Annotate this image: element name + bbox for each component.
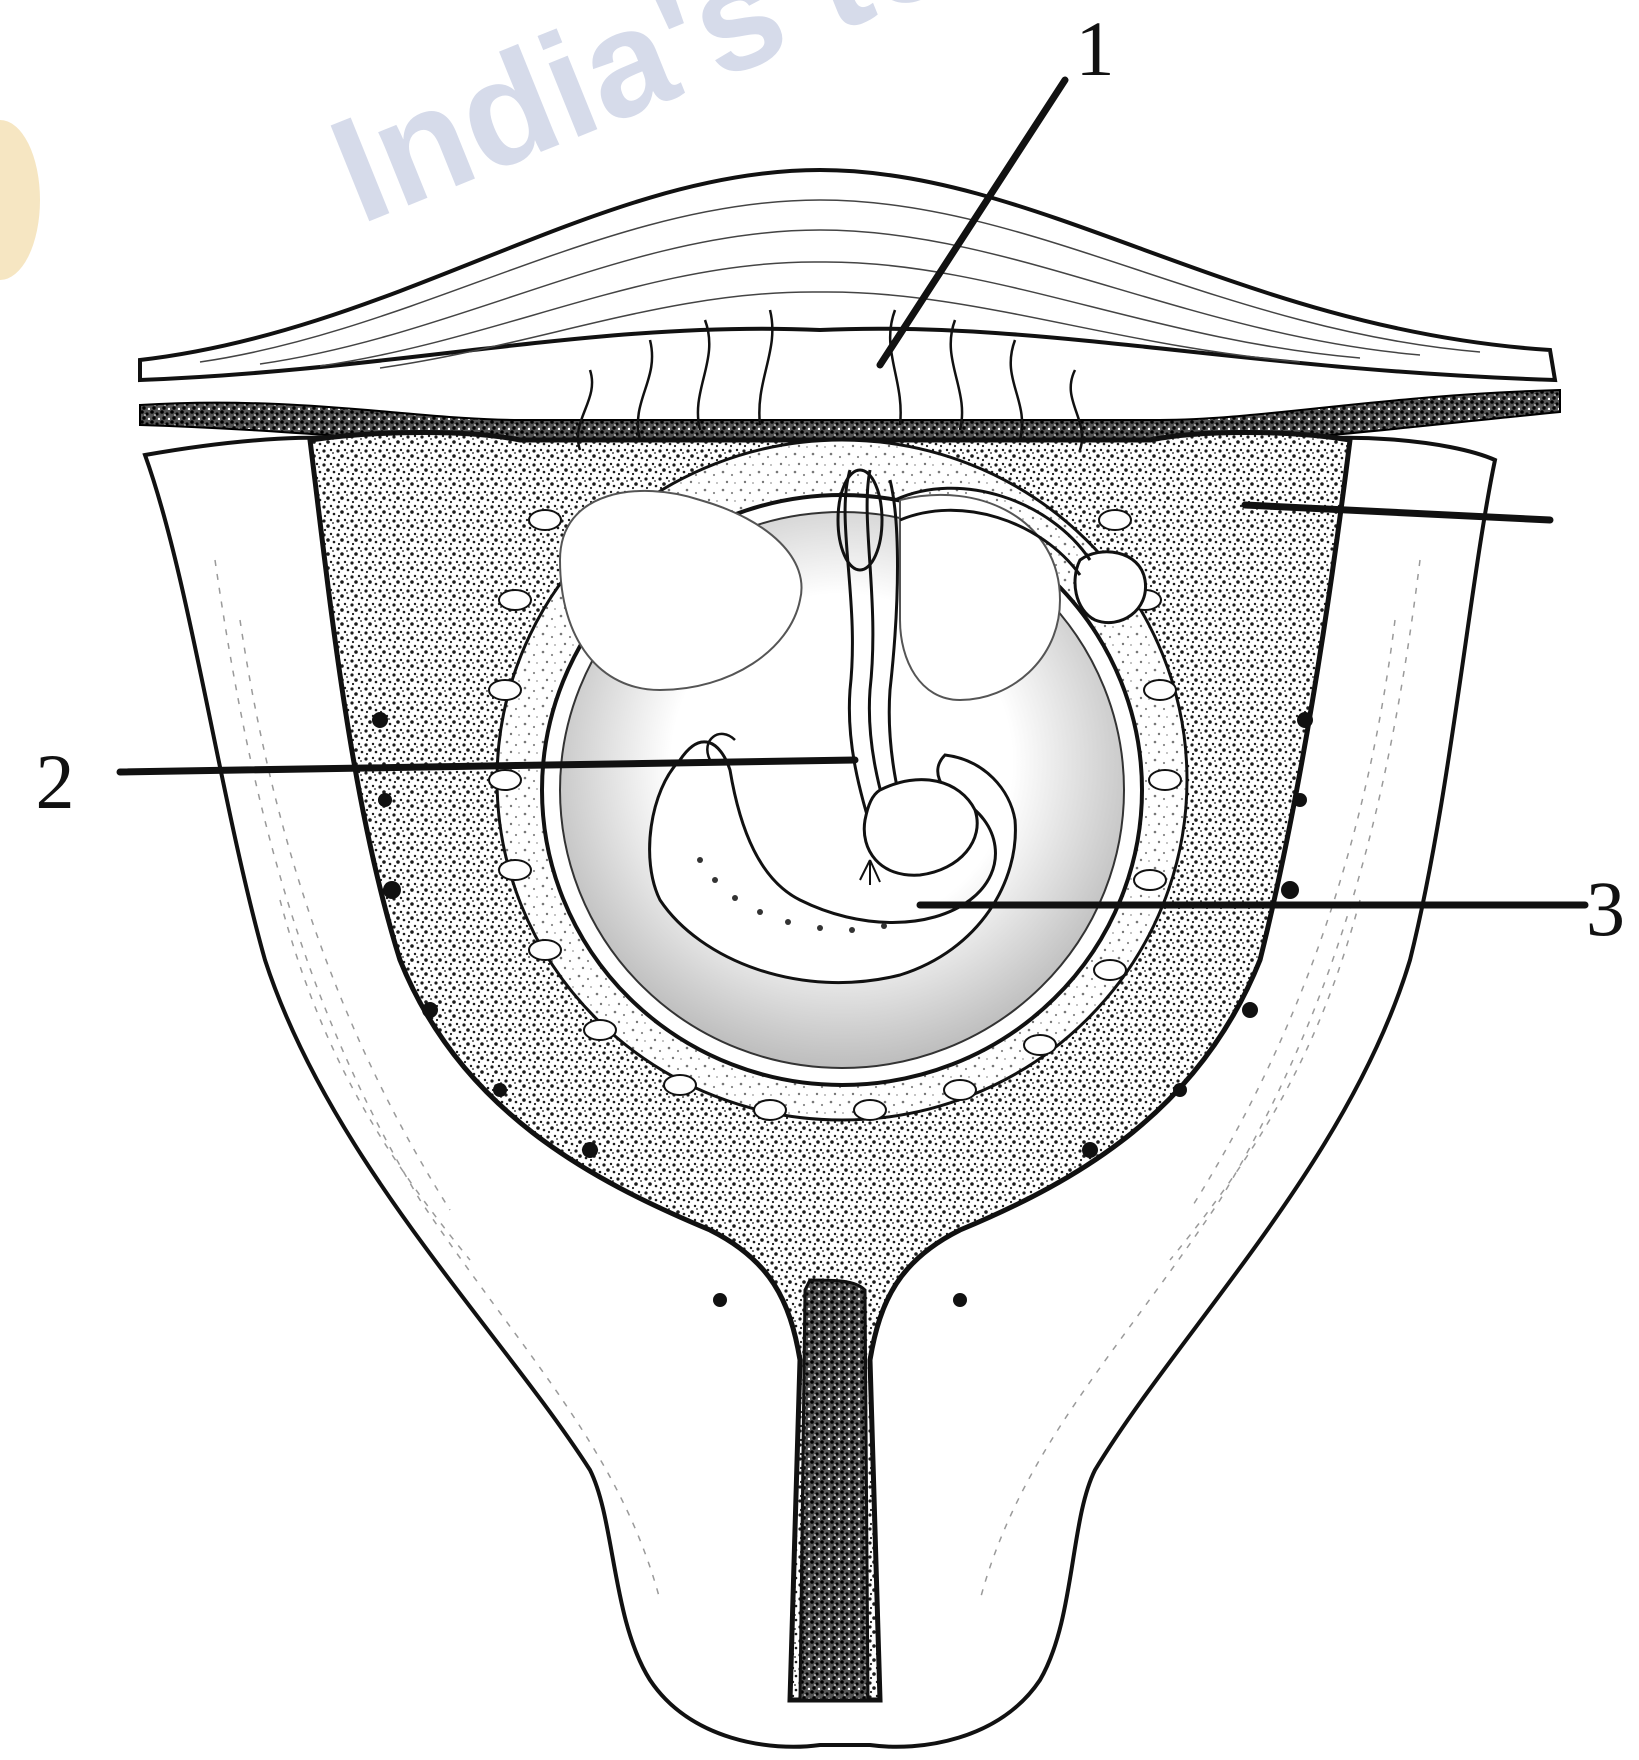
label-1: 1 [1076, 5, 1115, 92]
watermark-blob [0, 120, 40, 280]
label-2: 2 [36, 738, 75, 825]
label-3: 3 [1586, 865, 1625, 952]
top-membrane [140, 170, 1560, 445]
